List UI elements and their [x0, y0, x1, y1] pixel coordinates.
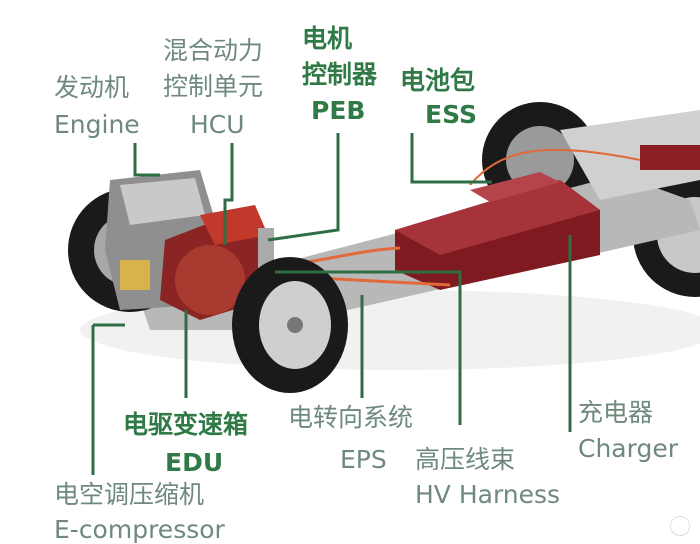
ecompressor-label-en: E-compressor — [54, 515, 225, 544]
engine-label-zh: 发动机 — [54, 73, 130, 102]
leader-peb — [267, 133, 340, 242]
rear-subframe — [560, 110, 700, 200]
peb-label-zh-1: 电机 — [302, 24, 353, 53]
hcu-label-zh-2: 控制单元 — [163, 72, 264, 101]
charger-label-en: Charger — [578, 434, 678, 463]
ecompressor-label-zh: 电空调压缩机 — [54, 480, 205, 509]
leader-ecompressor — [91, 323, 125, 475]
leader-lines — [91, 133, 572, 475]
leader-engine — [133, 143, 160, 177]
leader-hcu — [223, 143, 234, 245]
peb-label-zh-2: 控制器 — [302, 60, 378, 89]
leader-ess — [410, 133, 492, 184]
battery-pack-ess — [395, 172, 600, 290]
hv-cable-rear — [469, 148, 641, 186]
peb-label-en: PEB — [311, 96, 366, 125]
edu-label-en: EDU — [165, 448, 224, 477]
engine-label-en: Engine — [54, 110, 140, 139]
edu-label-zh: 电驱变速箱 — [123, 410, 249, 439]
hcu-label-en: HCU — [190, 110, 245, 139]
charger-label-zh: 充电器 — [578, 398, 654, 427]
leader-hv — [275, 270, 462, 425]
eps-label-zh: 电转向系统 — [288, 403, 414, 432]
watermark-icon — [670, 516, 690, 536]
hcu-label-zh-1: 混合动力 — [163, 36, 264, 65]
ess-label-zh: 电池包 — [400, 66, 476, 95]
hv-harness-label-zh: 高压线束 — [415, 445, 516, 474]
front-right-wheel — [232, 257, 348, 393]
ess-label-en: ESS — [425, 100, 477, 129]
eps-label-en: EPS — [340, 445, 387, 474]
hv-harness-label-en: HV Harness — [415, 480, 561, 509]
rear-module — [640, 145, 700, 170]
